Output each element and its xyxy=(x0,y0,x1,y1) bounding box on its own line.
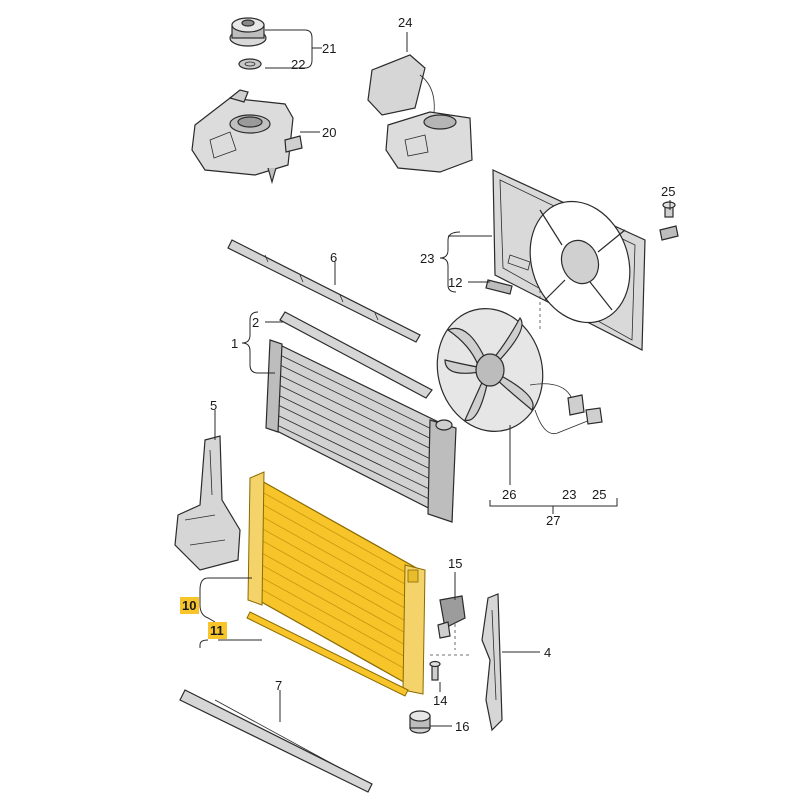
screw-14 xyxy=(429,660,441,681)
callout-27: 27 xyxy=(546,513,560,528)
fan-shroud xyxy=(492,169,646,351)
callout-16: 16 xyxy=(455,719,469,734)
condenser-bracket-15 xyxy=(437,595,466,639)
cooling-fan xyxy=(436,308,603,435)
radiator-seal-strip xyxy=(279,311,433,399)
callout-5: 5 xyxy=(210,398,217,413)
expansion-tank xyxy=(191,89,303,185)
right-side-bracket xyxy=(481,593,503,732)
air-guide-upper xyxy=(227,239,421,343)
radiator xyxy=(265,339,457,523)
callout-2: 2 xyxy=(252,315,259,330)
grommet-16 xyxy=(409,710,431,734)
reservoir-cap xyxy=(229,17,267,47)
callout-7: 7 xyxy=(275,678,282,693)
callout-11-highlight xyxy=(208,622,227,639)
callout-26: 26 xyxy=(502,487,516,502)
callout-10-highlight xyxy=(180,597,199,614)
callout-25-bottom: 25 xyxy=(592,487,606,502)
condenser-strip-highlighted xyxy=(246,611,409,697)
callout-10: 10 xyxy=(182,598,196,613)
callout-6: 6 xyxy=(330,250,337,265)
condenser-highlighted xyxy=(247,471,426,695)
callout-11: 11 xyxy=(210,623,224,638)
callout-4: 4 xyxy=(544,645,551,660)
callout-24: 24 xyxy=(398,15,412,30)
washer-reservoir xyxy=(367,54,473,173)
callout-14: 14 xyxy=(433,693,447,708)
callout-20: 20 xyxy=(322,125,336,140)
callout-22: 22 xyxy=(291,57,305,72)
callout-23-bottom: 23 xyxy=(562,487,576,502)
callout-12: 12 xyxy=(448,275,462,290)
cap-seal-ring xyxy=(238,58,262,70)
callout-15: 15 xyxy=(448,556,462,571)
callout-21: 21 xyxy=(322,41,336,56)
leader-lines xyxy=(199,29,671,727)
callout-25-top: 25 xyxy=(661,184,675,199)
callout-23-top: 23 xyxy=(420,251,434,266)
callout-1: 1 xyxy=(231,336,238,351)
shroud-clip xyxy=(485,279,513,295)
left-side-bracket xyxy=(174,435,241,571)
callouts: 21 22 20 24 25 23 12 6 2 1 5 26 23 25 27… xyxy=(180,15,675,734)
shroud-screw xyxy=(659,201,679,241)
air-guide-lower xyxy=(179,689,373,793)
